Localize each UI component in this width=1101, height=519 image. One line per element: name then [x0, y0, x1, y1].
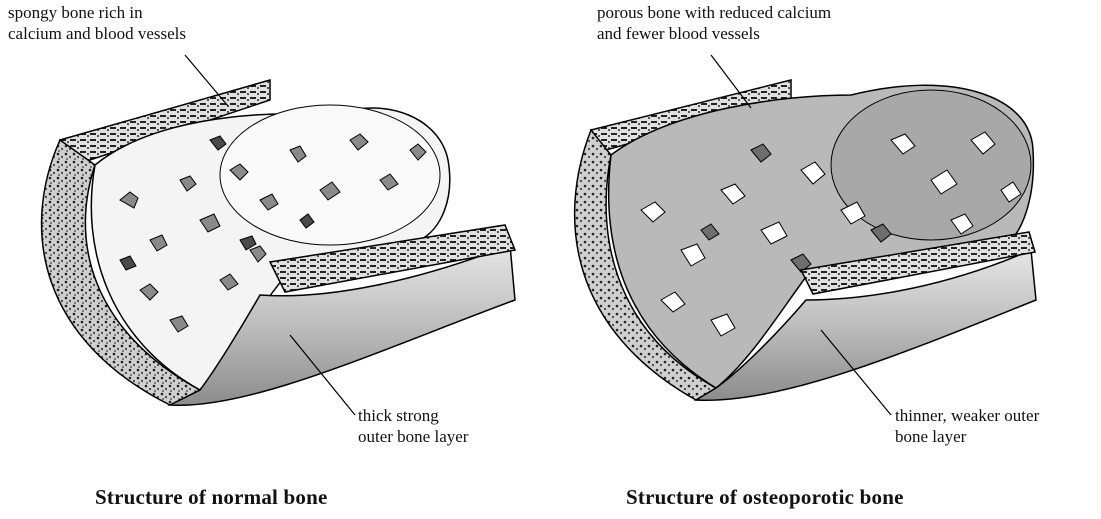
osteoporotic-porous-label: porous bone with reduced calcium and few…	[597, 2, 831, 44]
normal-spongy-label: spongy bone rich in calcium and blood ve…	[8, 2, 186, 44]
osteoporotic-bone-caption: Structure of osteoporotic bone	[626, 485, 904, 510]
osteoporotic-bone-panel: porous bone with reduced calcium and few…	[551, 0, 1101, 519]
normal-outer-layer-label: thick strong outer bone layer	[358, 405, 468, 447]
normal-bone-caption: Structure of normal bone	[95, 485, 327, 510]
osteoporotic-outer-layer-label: thinner, weaker outer bone layer	[895, 405, 1039, 447]
normal-bone-panel: spongy bone rich in calcium and blood ve…	[0, 0, 550, 519]
